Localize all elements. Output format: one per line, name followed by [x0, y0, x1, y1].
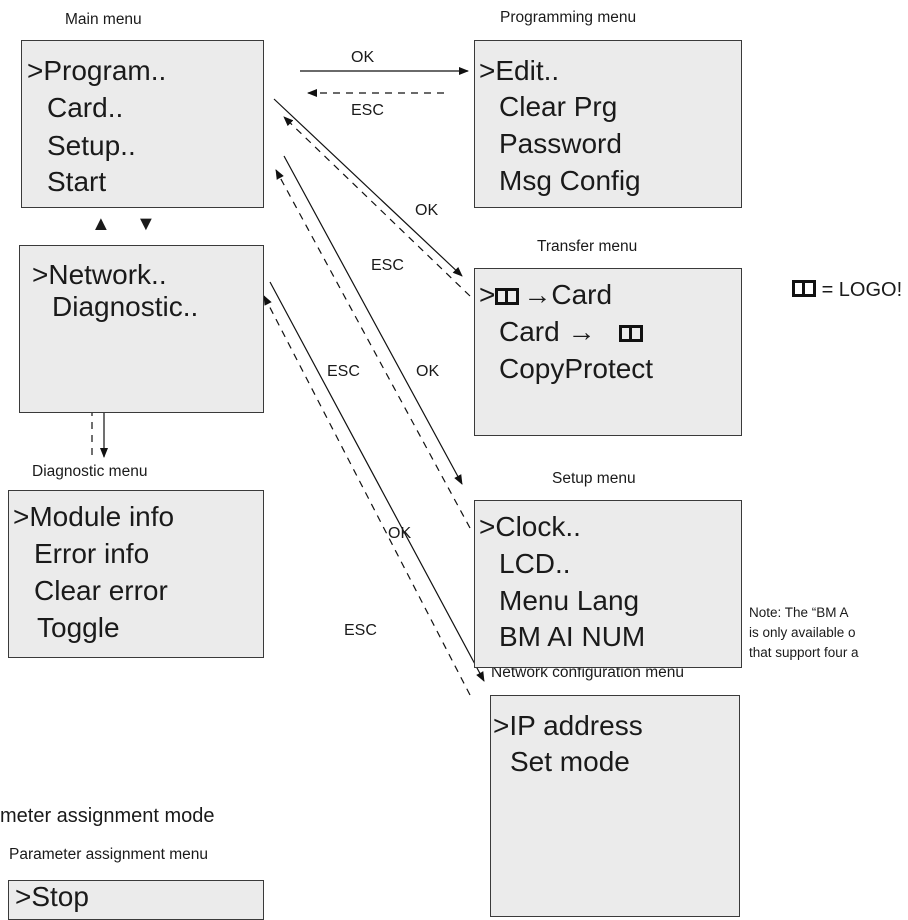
label-ok-setup: OK	[416, 363, 440, 380]
main-menu-item-start: Start	[47, 166, 107, 197]
setup-item-menu-lang: Menu Lang	[499, 585, 640, 616]
caption-param-menu: Parameter assignment menu	[9, 846, 209, 863]
submenu-item-diagnostic: Diagnostic..	[52, 291, 199, 322]
note-line-2: is only available o	[749, 625, 856, 640]
label-esc-programming: ESC	[351, 102, 384, 119]
note-text: Note: The “BM A is only available o that…	[749, 603, 859, 663]
note-line-3: that support four a	[749, 645, 859, 660]
caption-param-mode: meter assignment mode	[0, 805, 215, 827]
logo-module-icon	[495, 288, 520, 305]
arrow-transfer-to-main	[283, 116, 471, 297]
logo-module-icon	[792, 280, 816, 297]
label-ok-transfer: OK	[415, 202, 439, 219]
diagnostic-item-error-info: Error info	[34, 538, 150, 569]
transfer-item-logo-to-card: >→Card	[479, 279, 613, 310]
network-item-set-mode: Set mode	[510, 746, 630, 777]
caption-network-menu: Network configuration menu	[491, 664, 684, 681]
label-ok-programming: OK	[351, 49, 375, 66]
diagnostic-item-clear-error: Clear error	[34, 575, 168, 606]
down-arrow-icon: ▼	[136, 213, 156, 235]
arrow-setup-to-main	[275, 169, 471, 529]
main-menu-item-program: >Program..	[27, 55, 167, 86]
caption-diagnostic-menu: Diagnostic menu	[32, 463, 148, 480]
programming-item-msg-config: Msg Config	[499, 165, 641, 196]
arrow-main-to-setup	[283, 155, 463, 485]
arrow-submenu-to-network	[269, 281, 485, 682]
parameter-item-stop: >Stop	[15, 881, 89, 912]
caption-programming-menu: Programming menu	[500, 9, 637, 26]
programming-item-password: Password	[499, 128, 622, 159]
label-esc-network: ESC	[344, 622, 377, 639]
programming-item-clear-prg: Clear Prg	[499, 91, 618, 122]
transfer-item-copyprotect: CopyProtect	[499, 353, 654, 384]
setup-menu-display: >Clock.. LCD.. Menu Lang BM AI NUM	[474, 500, 742, 668]
programming-menu-display: >Edit.. Clear Prg Password Msg Config	[474, 40, 742, 208]
diagnostic-item-toggle: Toggle	[37, 612, 120, 643]
programming-item-edit: >Edit..	[479, 55, 560, 86]
note-line-1: Note: The “BM A	[749, 605, 849, 620]
network-diagnostic-submenu-display: >Network.. Diagnostic..	[19, 245, 264, 413]
diagnostic-menu-display: >Module info Error info Clear error Togg…	[8, 490, 264, 658]
setup-item-clock: >Clock..	[479, 511, 581, 542]
caption-transfer-menu: Transfer menu	[537, 238, 638, 255]
up-arrow-icon: ▲	[91, 213, 111, 235]
diagnostic-item-module-info: >Module info	[13, 501, 175, 532]
submenu-item-network: >Network..	[32, 259, 167, 290]
setup-item-lcd: LCD..	[499, 548, 571, 579]
arrow-network-to-submenu	[263, 295, 471, 696]
label-ok-network: OK	[388, 525, 412, 542]
caption-setup-menu: Setup menu	[552, 470, 636, 487]
logo-legend: = LOGO!	[792, 279, 902, 302]
setup-item-bm-ai-num: BM AI NUM	[499, 621, 646, 652]
arrow-main-to-transfer	[273, 98, 463, 277]
label-esc-transfer: ESC	[371, 257, 404, 274]
main-menu-item-setup: Setup..	[47, 130, 136, 161]
main-menu-item-card: Card..	[47, 92, 124, 123]
network-item-ip-address: >IP address	[493, 710, 643, 741]
legend-text: = LOGO!	[821, 279, 903, 301]
label-esc-setup: ESC	[327, 363, 360, 380]
caption-main-menu: Main menu	[65, 11, 142, 28]
transfer-item-card-to-logo: Card →	[499, 318, 644, 346]
main-menu-display: >Program.. Card.. Setup.. Start	[21, 40, 264, 208]
logo-module-icon	[619, 325, 644, 342]
parameter-menu-display: >Stop	[8, 880, 264, 920]
transfer-menu-display: >→Card Card → CopyProtect	[474, 268, 742, 436]
network-menu-display: >IP address Set mode	[490, 695, 740, 917]
